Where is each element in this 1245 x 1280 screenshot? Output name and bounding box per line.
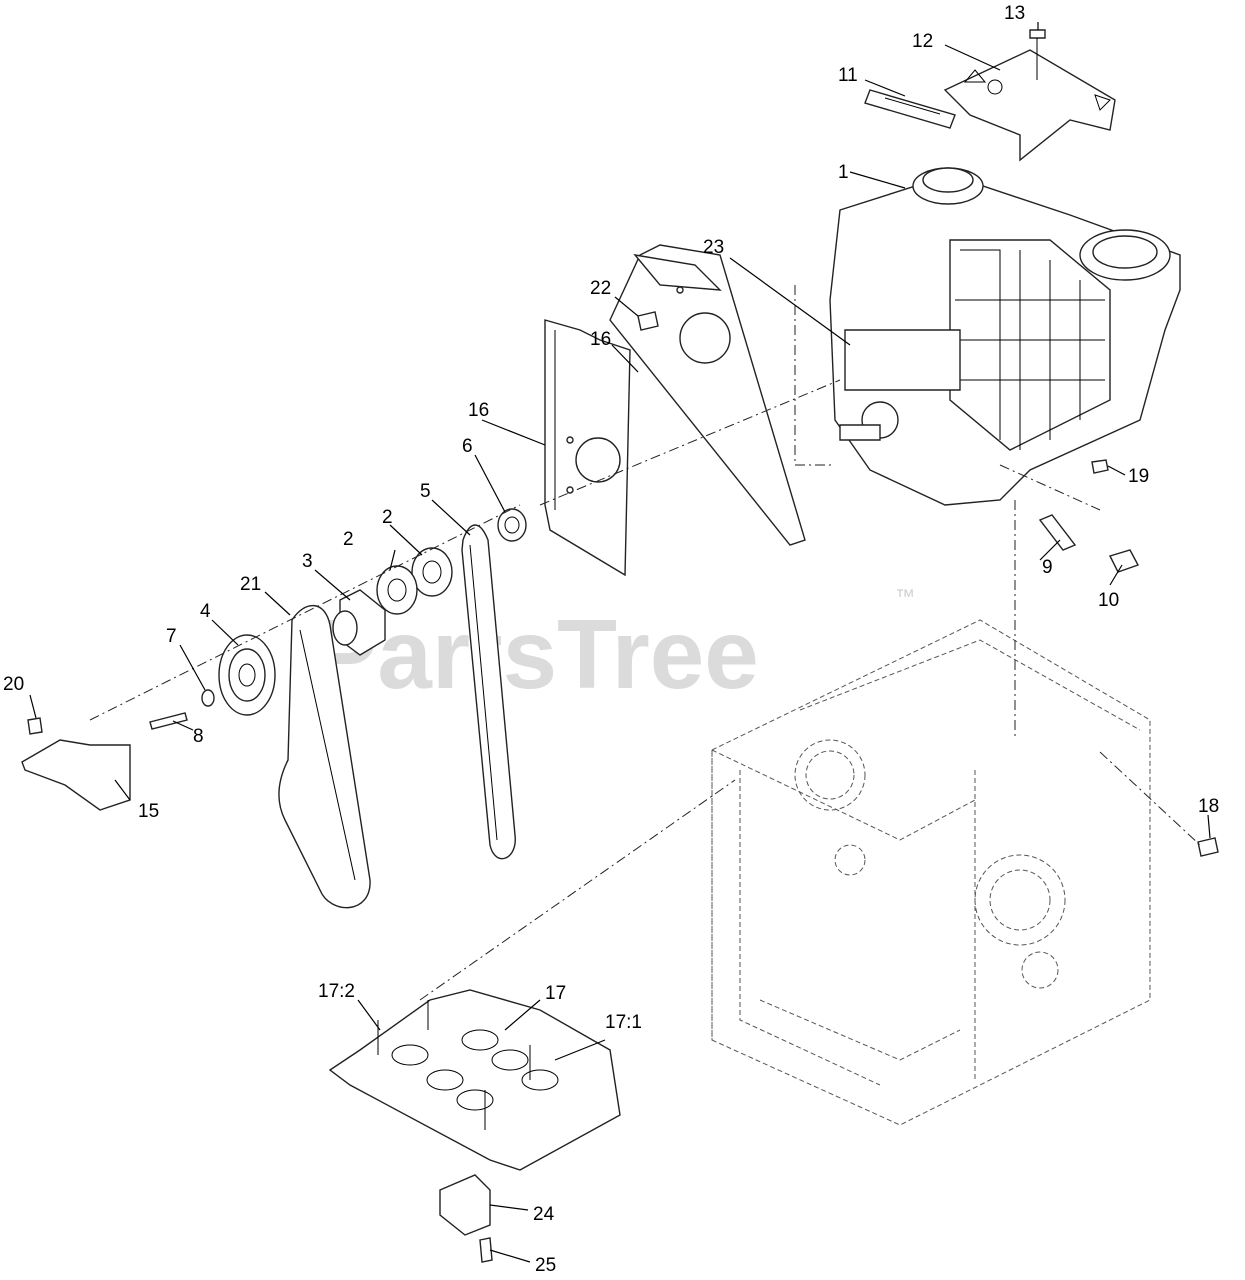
screw-20 [27, 717, 43, 735]
leader-lines [29, 22, 1211, 1263]
engine-shroud [943, 49, 1116, 162]
callout-18: 18 [1198, 796, 1219, 817]
callout-17: 17 [545, 983, 566, 1004]
callout-3: 3 [302, 551, 313, 572]
callout-19: 19 [1128, 466, 1149, 487]
axis-line [1099, 751, 1201, 846]
callout-23: 23 [703, 237, 724, 258]
bolt-25 [479, 1237, 493, 1263]
belt-21 [278, 604, 371, 909]
axis-line [999, 464, 1101, 511]
callout-5: 5 [420, 481, 431, 502]
axis-line [419, 779, 736, 1001]
callout-10: 10 [1098, 590, 1119, 611]
belt-5 [461, 524, 516, 860]
axis-line [794, 285, 835, 466]
nut [1091, 459, 1109, 474]
callout-16b: 16 [468, 400, 489, 421]
belt-cover [609, 244, 806, 546]
callout-8: 8 [193, 726, 204, 747]
base-plate [328, 989, 621, 1171]
callout-17-1: 17:1 [605, 1012, 642, 1033]
bolt [149, 712, 188, 730]
bearing-outer [411, 547, 453, 597]
mounting-bracket [544, 319, 631, 577]
screw-18 [1197, 837, 1219, 857]
cap [1109, 549, 1140, 573]
lower-bracket [439, 1174, 491, 1236]
callout-12: 12 [912, 31, 933, 52]
spacer [497, 508, 527, 542]
clip [637, 311, 659, 331]
drive-pulley [218, 634, 276, 716]
callout-11: 11 [838, 65, 858, 86]
axis-line [539, 379, 841, 506]
callout-15: 15 [138, 801, 159, 822]
hub [332, 589, 386, 656]
callout-13: 13 [1004, 3, 1025, 24]
callout-20: 20 [3, 674, 24, 695]
washer [201, 689, 215, 707]
pin [1038, 514, 1077, 551]
axis-line [89, 504, 521, 721]
callout-25: 25 [535, 1255, 556, 1276]
callout-7: 7 [166, 626, 177, 647]
bracket-rod [21, 739, 131, 811]
callout-4: 4 [200, 601, 211, 622]
callout-24: 24 [533, 1204, 555, 1225]
callout-1: 1 [838, 162, 849, 183]
callout-16a: 16 [590, 329, 611, 350]
engine-assembly [829, 167, 1181, 506]
callout-21: 21 [240, 574, 261, 595]
callout-6: 6 [462, 436, 473, 457]
callout-17-2: 17:2 [318, 981, 355, 1002]
watermark-trademark: ™ [895, 586, 915, 608]
decal [864, 89, 956, 129]
callout-22: 22 [590, 278, 611, 299]
callout-9: 9 [1042, 557, 1053, 578]
frame-housing [711, 619, 1151, 1126]
callout-2b: 2 [382, 507, 393, 528]
watermark-text: PartsTree [312, 599, 759, 709]
screw [1029, 29, 1046, 39]
callout-2a: 2 [343, 529, 354, 550]
